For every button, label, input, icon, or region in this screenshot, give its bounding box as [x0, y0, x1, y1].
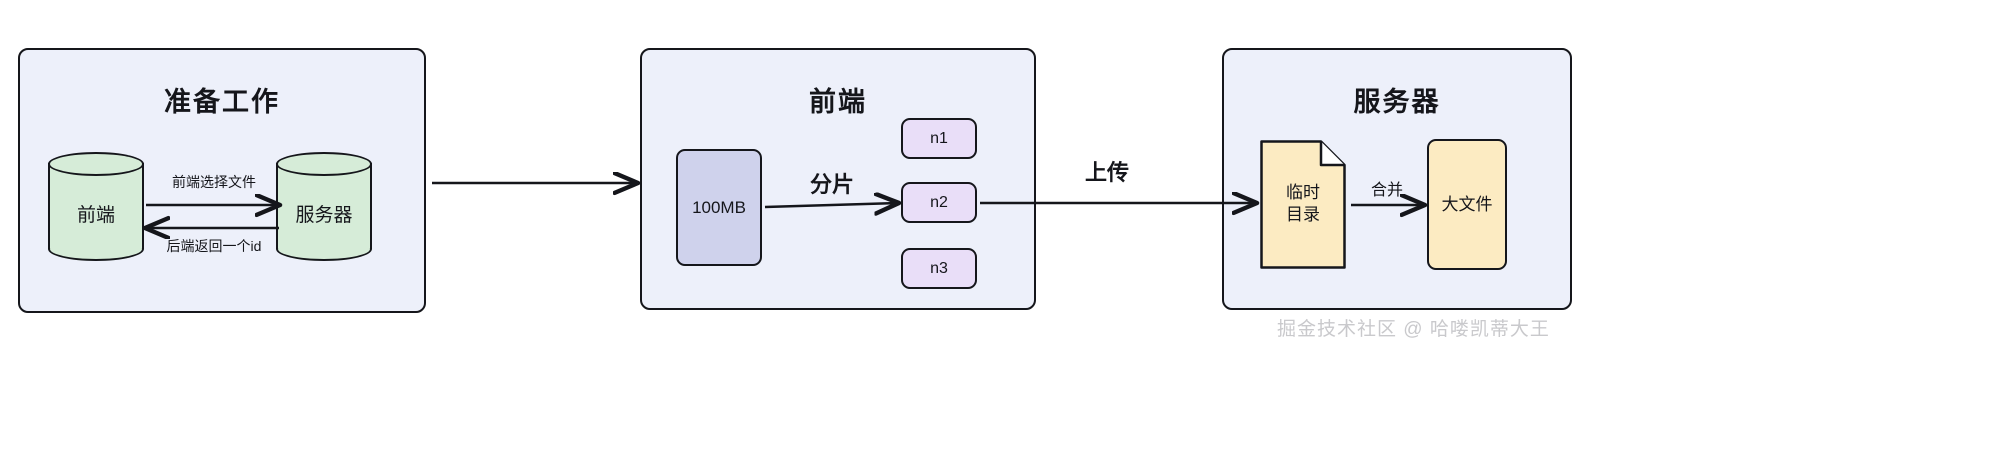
node-temp-dir-label: 临时 目录 — [1286, 182, 1320, 225]
cylinder-body — [276, 163, 372, 249]
panel-server-title: 服务器 — [1353, 87, 1441, 117]
node-chunk-n1: n1 — [901, 118, 977, 159]
node-prep-server-label: 服务器 — [295, 205, 353, 226]
node-temp-dir: 临时 目录 — [1259, 139, 1347, 270]
document-icon — [1260, 140, 1346, 269]
node-chunk-n3: n3 — [901, 248, 977, 289]
node-chunk-n3-label: n3 — [930, 259, 948, 277]
connector-label-upload: 上传 — [1084, 160, 1129, 185]
arrow-label-split: 分片 — [809, 172, 854, 197]
node-prep-frontend: 前端 — [48, 152, 144, 261]
panel-frontend-title: 前端 — [809, 87, 867, 117]
arrow-label-select-file: 前端选择文件 — [172, 174, 256, 190]
watermark: 掘金技术社区 @ 哈喽凯蒂大王 — [1277, 319, 1550, 340]
node-chunk-n2-label: n2 — [930, 193, 948, 211]
node-source-file-label: 100MB — [692, 197, 746, 217]
node-chunk-n2: n2 — [901, 182, 977, 223]
cylinder-top — [276, 152, 372, 176]
node-chunk-n1-label: n1 — [930, 129, 948, 147]
cylinder-body — [48, 163, 144, 249]
cylinder-top — [48, 152, 144, 176]
arrow-label-return-id: 后端返回一个id — [166, 238, 262, 254]
panel-prep-title: 准备工作 — [164, 87, 280, 117]
node-prep-server: 服务器 — [276, 152, 372, 261]
node-prep-frontend-label: 前端 — [76, 205, 115, 226]
arrow-label-merge: 合并 — [1370, 182, 1403, 199]
node-big-file: 大文件 — [1427, 139, 1507, 270]
node-big-file-label: 大文件 — [1441, 194, 1493, 214]
node-source-file: 100MB — [676, 149, 762, 266]
